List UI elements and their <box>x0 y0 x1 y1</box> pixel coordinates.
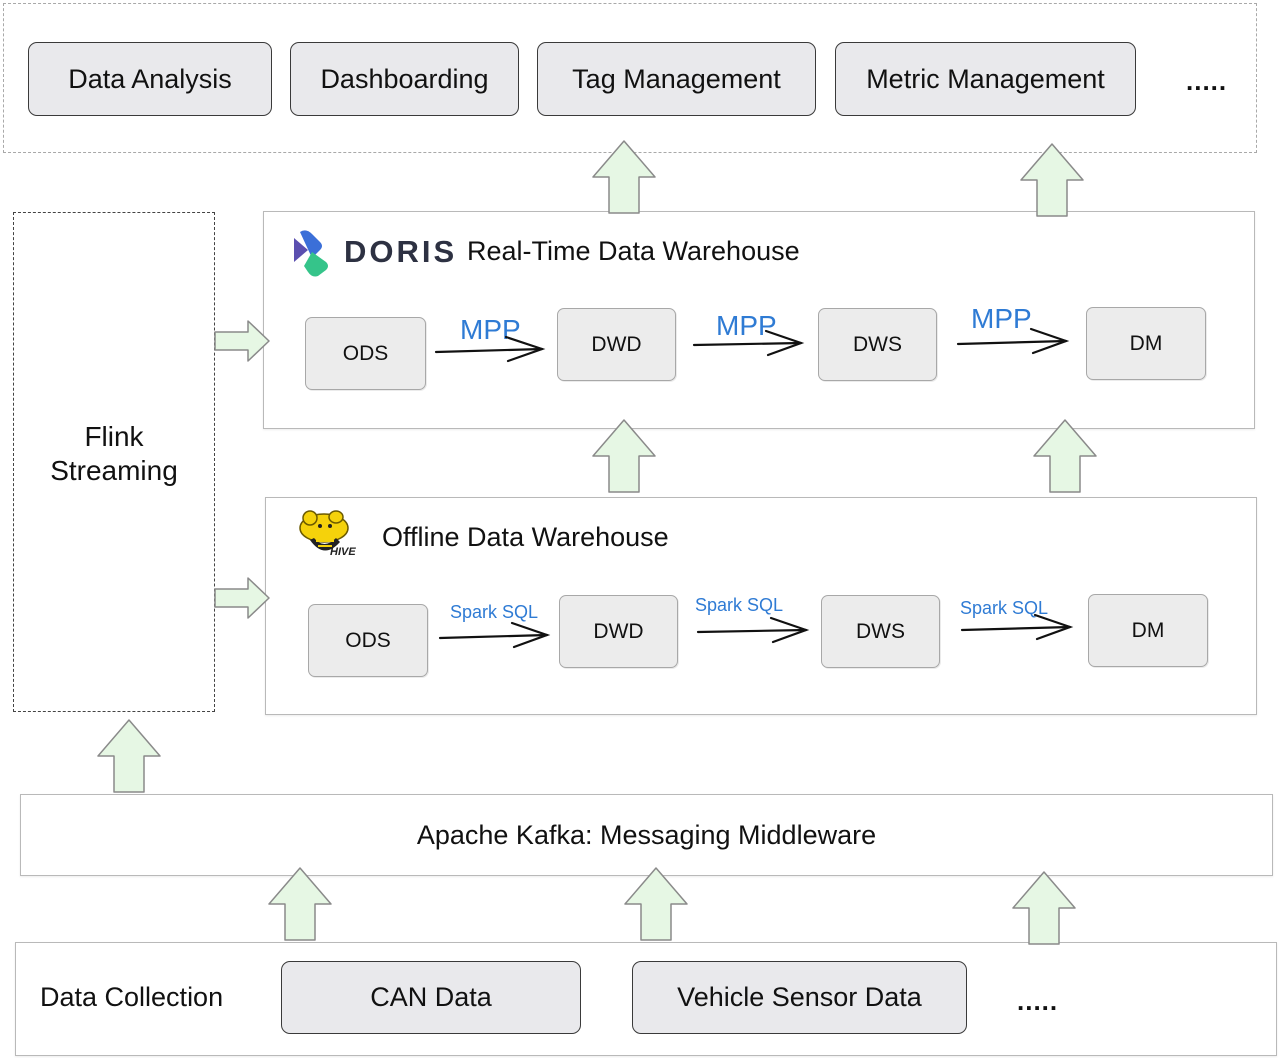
offline-stage-dm: DM <box>1088 594 1208 667</box>
app-tag-management[interactable]: Tag Management <box>537 42 816 116</box>
app-metric-management[interactable]: Metric Management <box>835 42 1136 116</box>
realtime-stage-ods: ODS <box>305 317 426 390</box>
collection-more: ..... <box>1017 986 1059 1016</box>
up-arrow-icon <box>1020 143 1084 217</box>
up-arrow-icon <box>268 867 332 941</box>
offline-transition-label: Spark SQL <box>960 598 1049 618</box>
realtime-transition-label: MPP <box>460 314 521 345</box>
offline-transition-label: Spark SQL <box>450 602 539 622</box>
flow-arrow-icon <box>438 613 1074 649</box>
kafka-layer: Apache Kafka: Messaging Middleware <box>20 794 1273 876</box>
up-arrow-icon <box>592 419 656 493</box>
doris-logo-text: DORIS <box>344 234 458 269</box>
offline-transition-label: Spark SQL <box>695 595 784 615</box>
up-arrow-icon <box>1012 871 1076 945</box>
realtime-stage-dws: DWS <box>818 308 937 381</box>
right-arrow-icon <box>214 577 270 619</box>
offline-stage-ods: ODS <box>308 604 428 677</box>
offline-stage-dwd: DWD <box>559 595 678 668</box>
hive-logo-text: HIVE <box>330 546 356 558</box>
applications-more: ..... <box>1186 66 1228 96</box>
realtime-stage-dm: DM <box>1086 307 1206 380</box>
source-vehicle-sensor-data[interactable]: Vehicle Sensor Data <box>632 961 967 1034</box>
app-data-analysis[interactable]: Data Analysis <box>28 42 272 116</box>
up-arrow-icon <box>97 719 161 793</box>
data-collection-label: Data Collection <box>40 982 224 1012</box>
flink-streaming-label: Flink Streaming <box>50 421 178 486</box>
realtime-transition-label: MPP <box>971 303 1032 334</box>
flink-streaming-box <box>13 212 215 712</box>
up-arrow-icon <box>624 867 688 941</box>
flow-arrow-icon <box>434 327 1070 363</box>
source-can-data[interactable]: CAN Data <box>281 961 581 1034</box>
app-dashboarding[interactable]: Dashboarding <box>290 42 519 116</box>
hive-logo-icon <box>299 510 349 551</box>
realtime-transition-label: MPP <box>716 310 777 341</box>
up-arrow-icon <box>1033 419 1097 493</box>
realtime-warehouse-title: Real-Time Data Warehouse <box>467 236 800 266</box>
offline-warehouse-title: Offline Data Warehouse <box>382 522 669 552</box>
offline-stage-dws: DWS <box>821 595 940 668</box>
doris-logo-icon <box>294 230 328 277</box>
realtime-stage-dwd: DWD <box>557 308 676 381</box>
up-arrow-icon <box>592 140 656 214</box>
right-arrow-icon <box>214 320 270 362</box>
